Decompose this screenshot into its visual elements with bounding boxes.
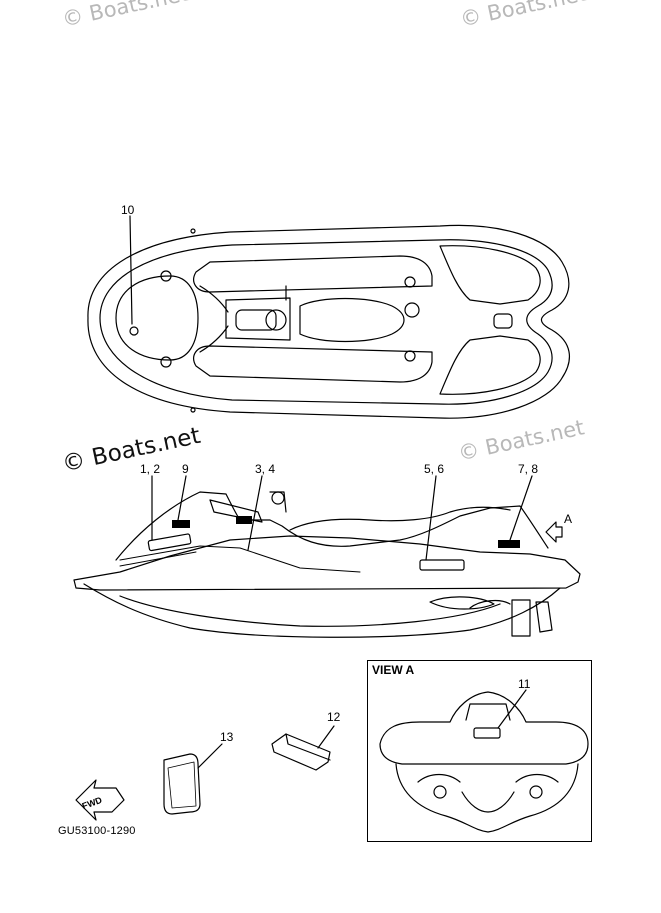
leader-line-3-4 [247, 475, 263, 551]
view-a-title: VIEW A [372, 663, 415, 677]
view-a-arrow-icon [545, 521, 563, 543]
callout-a: A [564, 512, 573, 526]
callout-12: 12 [327, 710, 341, 724]
view-a-frame [367, 660, 592, 842]
fwd-arrow-icon [75, 779, 125, 821]
callout-5-6: 5, 6 [424, 462, 445, 476]
leader-line-10 [129, 215, 133, 325]
diagram-part-code: GU53100-1290 [58, 825, 136, 837]
callout-3-4: 3, 4 [255, 462, 276, 476]
part-13-shape [163, 753, 201, 815]
leader-line-5-6 [425, 475, 437, 561]
callout-13: 13 [220, 730, 234, 744]
leader-line-11 [497, 689, 527, 729]
callout-1-2: 1, 2 [140, 462, 161, 476]
part-12-shape [271, 733, 331, 771]
view-a-drawing [379, 691, 589, 833]
leader-line-13 [197, 743, 223, 769]
leader-line-12 [317, 725, 335, 749]
callout-9: 9 [182, 462, 189, 476]
callout-11: 11 [518, 677, 531, 691]
leader-line-9 [177, 475, 187, 521]
side-view-hull [73, 491, 581, 638]
top-view-hull [87, 224, 570, 419]
callout-7-8: 7, 8 [518, 462, 539, 476]
leader-line-7-8 [509, 475, 533, 541]
callout-10: 10 [121, 203, 135, 217]
fwd-label: FWD [81, 795, 104, 812]
